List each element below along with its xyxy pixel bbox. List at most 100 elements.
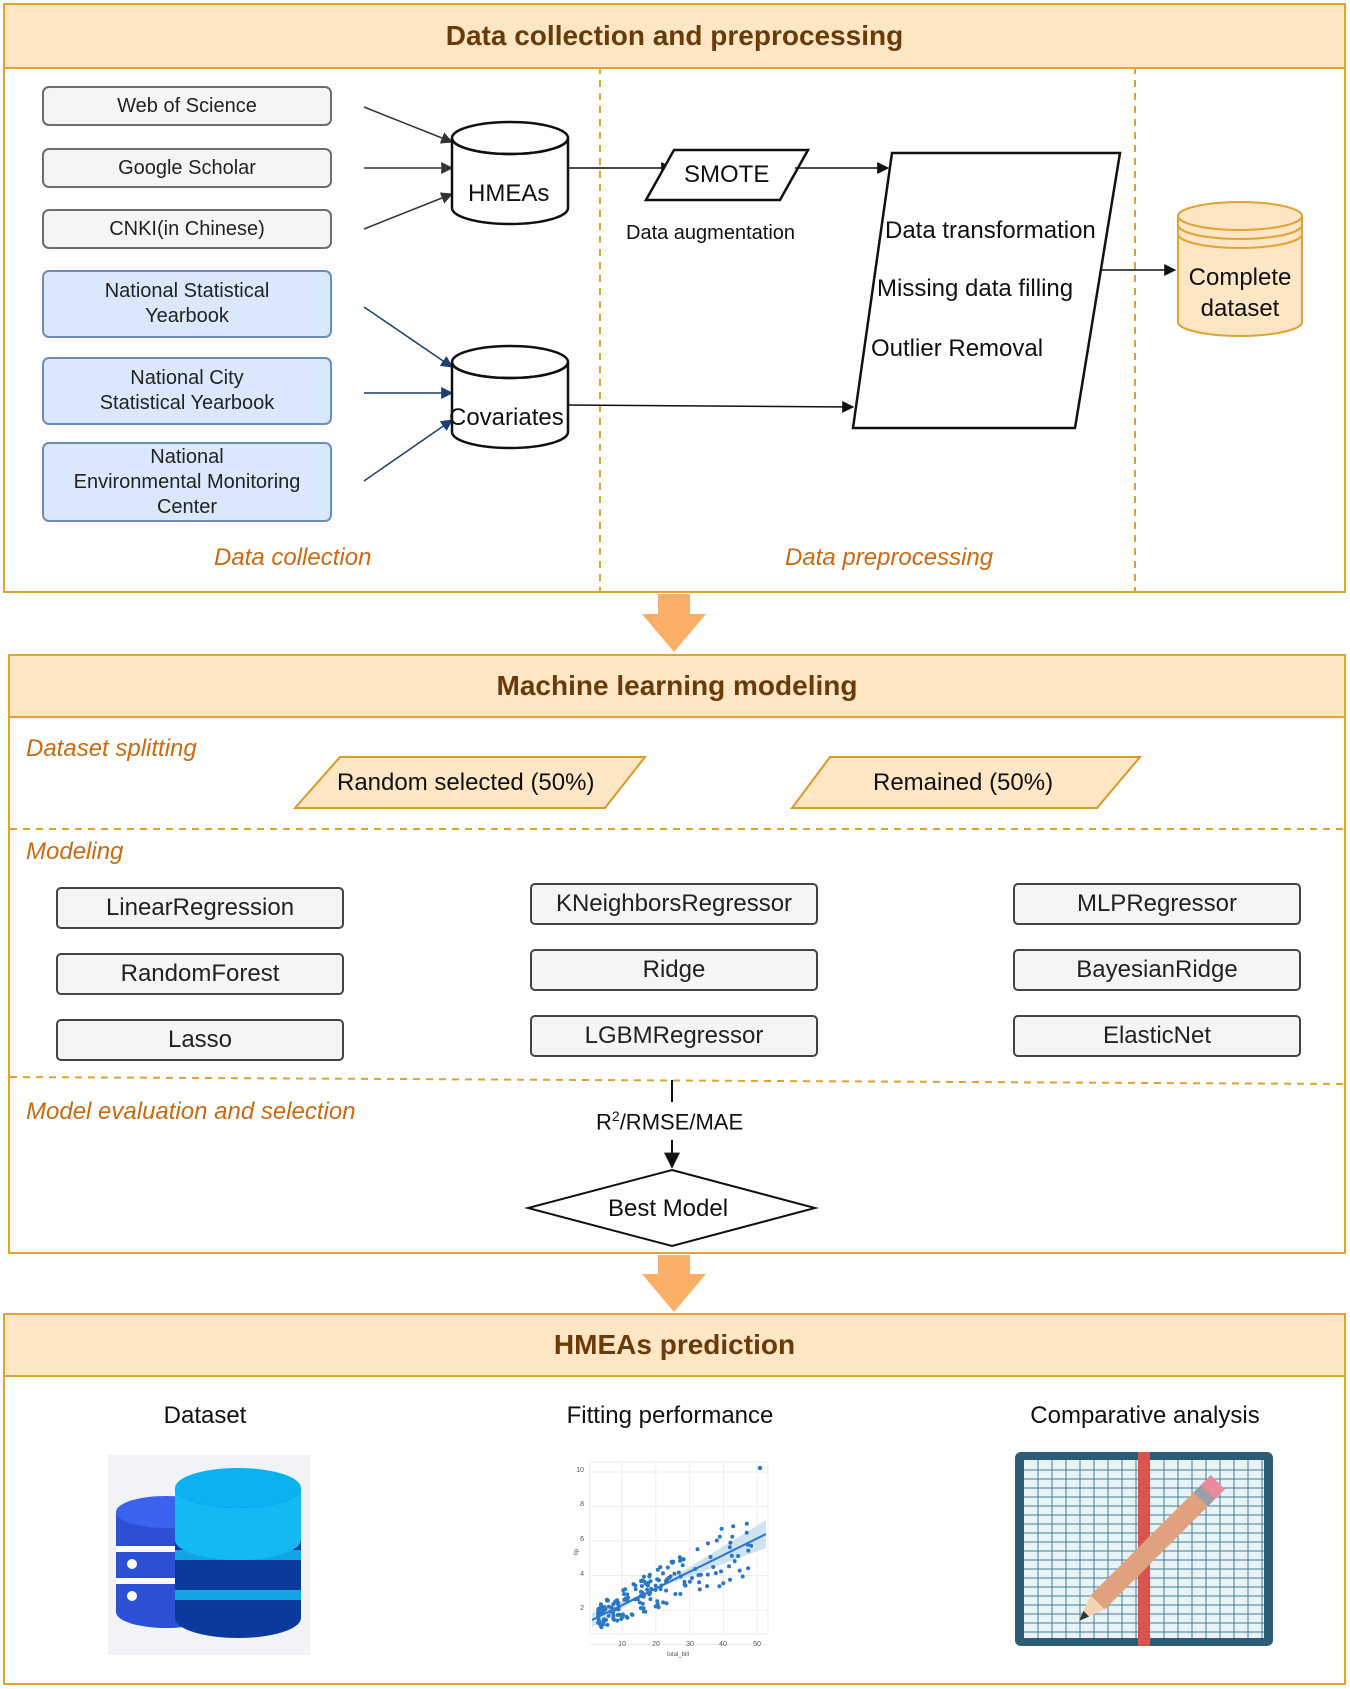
step-outlier-removal: Outlier Removal — [871, 335, 1044, 362]
arrow-cnki-hmeas — [363, 192, 454, 230]
scatter-point — [682, 1582, 687, 1587]
panel1-title: Data collection and preprocessing — [445, 20, 904, 51]
model-kneighbors-regressor: KNeighborsRegressor — [530, 883, 818, 925]
y-tick-2: 2 — [580, 1605, 584, 1612]
scatter-point — [619, 1617, 624, 1621]
arrow-covariates-process — [567, 400, 855, 413]
scatter-point — [611, 1611, 616, 1616]
scatter-point — [623, 1587, 628, 1592]
y-tick-6: 6 — [580, 1536, 584, 1543]
scatter-point — [737, 1568, 742, 1573]
smote-label: SMOTE — [684, 161, 770, 188]
scatter-point — [640, 1601, 645, 1606]
section-modeling: Modeling — [26, 838, 124, 865]
scatter-point — [749, 1543, 754, 1548]
scatter-point — [728, 1577, 732, 1582]
best-model-label: Best Model — [608, 1195, 729, 1222]
scatter-point — [606, 1613, 611, 1618]
hmeas-database-icon — [450, 120, 570, 226]
complete-dataset-label: Complete dataset — [1178, 262, 1302, 324]
source-label-line2: Environmental Monitoring Center — [73, 470, 301, 518]
scatter-point — [678, 1574, 683, 1579]
source-label-line1: National Statistical — [104, 280, 270, 302]
divider-modeling — [9, 1076, 1345, 1085]
source-web-of-science: Web of Science — [42, 86, 332, 126]
model-random-forest: RandomForest — [56, 953, 344, 995]
section-data-collection: Data collection — [214, 544, 372, 571]
scatter-point — [597, 1619, 602, 1624]
scatter-point — [639, 1579, 644, 1584]
scatter-point — [705, 1584, 710, 1589]
scatter-point — [608, 1609, 613, 1614]
scatter-point — [640, 1606, 645, 1611]
scatter-point — [653, 1583, 658, 1588]
model-label: RandomForest — [120, 960, 280, 987]
scatter-point — [642, 1574, 646, 1579]
model-elastic-net: ElasticNet — [1013, 1015, 1301, 1057]
step-data-transformation: Data transformation — [885, 217, 1096, 244]
complete-dataset-icon — [1177, 201, 1303, 337]
panel1-header: Data collection and preprocessing — [5, 5, 1344, 69]
scatter-point — [705, 1572, 710, 1577]
split-remained-label: Remained (50%) — [873, 769, 1054, 796]
scatter-point — [696, 1573, 701, 1578]
panel2-header: Machine learning modeling — [10, 656, 1344, 718]
scatter-point — [616, 1600, 621, 1605]
scatter-point — [664, 1601, 669, 1606]
scatter-point — [620, 1612, 625, 1617]
covariates-database-icon — [450, 344, 570, 450]
scatter-point — [668, 1574, 673, 1579]
y-tick-8: 8 — [580, 1501, 584, 1508]
arrow-nemc-cov — [363, 419, 453, 482]
step-missing-data-filling: Missing data filling — [877, 275, 1074, 302]
x-tick-50: 50 — [753, 1641, 761, 1648]
y-tick-10: 10 — [576, 1467, 584, 1474]
source-cnki: CNKI(in Chinese) — [42, 209, 332, 249]
scatter-point — [721, 1581, 726, 1586]
split-random-shape — [292, 756, 648, 809]
scatter-point — [719, 1569, 723, 1574]
scatter-point — [678, 1592, 683, 1596]
scatter-point — [697, 1587, 702, 1592]
scatter-point — [605, 1622, 610, 1627]
scatter-point — [746, 1566, 751, 1571]
metric-rest: /RMSE/MAE — [619, 1109, 744, 1135]
scatter-point — [643, 1609, 648, 1614]
hmeas-label: HMEAs — [468, 180, 550, 207]
metrics-label: R2/RMSE/MAE — [596, 1108, 744, 1136]
scatter-point — [677, 1555, 682, 1560]
scatter-point — [669, 1559, 674, 1564]
metric-superscript: 2 — [611, 1108, 620, 1124]
complete-dataset-line2: dataset — [1200, 295, 1280, 322]
scatter-point — [629, 1612, 634, 1617]
scatter-point — [653, 1604, 658, 1609]
model-mlp-regressor: MLPRegressor — [1013, 883, 1301, 925]
scatter-point — [631, 1582, 636, 1587]
scatter-point — [638, 1589, 643, 1594]
source-label: CNKI(in Chinese) — [109, 217, 265, 240]
scatter-point — [633, 1587, 638, 1592]
scatter-point — [642, 1579, 647, 1584]
complete-dataset-line1: Complete — [1188, 264, 1292, 291]
scatter-point — [625, 1615, 630, 1620]
scatter-point — [676, 1570, 681, 1575]
col-comparative-title: Comparative analysis — [1030, 1402, 1260, 1429]
source-label: Web of Science — [117, 94, 257, 117]
scatter-point — [732, 1559, 737, 1564]
scatter-point — [664, 1580, 669, 1585]
scatter-point — [731, 1524, 736, 1529]
scatter-point — [613, 1599, 618, 1604]
data-augmentation-label: Data augmentation — [626, 222, 796, 244]
split-remained-shape — [790, 756, 1143, 809]
x-tick-40: 40 — [719, 1641, 727, 1648]
pencil-icon — [1079, 1475, 1225, 1621]
preprocessing-shape — [851, 151, 1122, 430]
model-bayesian-ridge: BayesianRidge — [1013, 949, 1301, 991]
scatter-point — [648, 1597, 653, 1602]
model-lgbm-regressor: LGBMRegressor — [530, 1015, 818, 1057]
scatter-point — [645, 1583, 650, 1588]
